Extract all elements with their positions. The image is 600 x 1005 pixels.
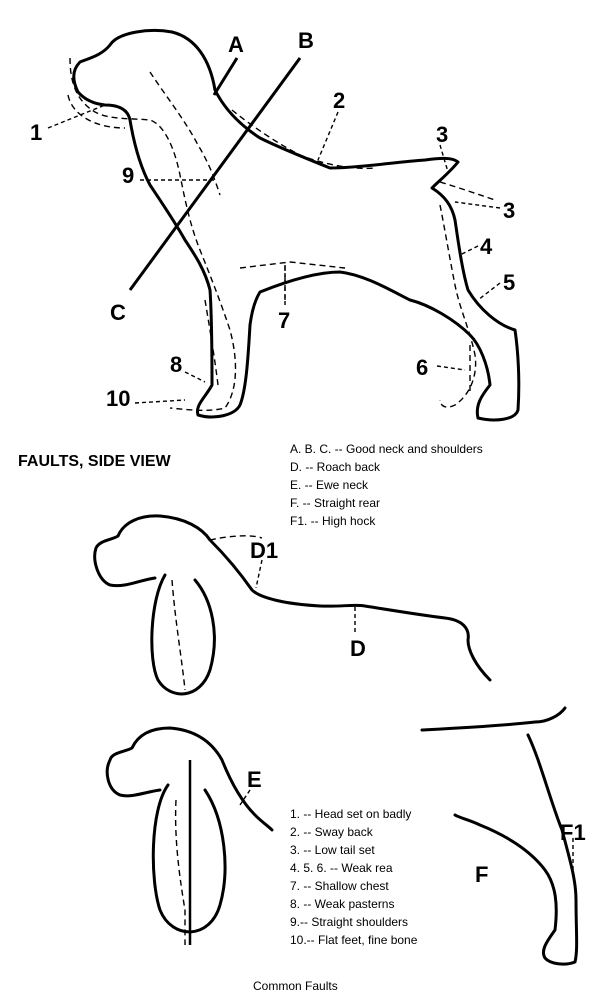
leader-4: [459, 245, 479, 256]
ewe-neck-outline: [105, 726, 274, 832]
legend-bottom-item: 1. -- Head set on badly: [290, 807, 411, 821]
callout-D1: D1: [250, 538, 278, 563]
legend-bottom-item: 10.-- Flat feet, fine bone: [290, 933, 418, 947]
roach-back-fault-line: [171, 535, 263, 691]
callout-E: E: [247, 767, 262, 792]
callout-D: D: [350, 636, 366, 661]
leader-10: [134, 399, 186, 404]
leader-E: [239, 789, 251, 806]
leader-3b: [454, 201, 501, 209]
leader-1: [47, 104, 106, 129]
leader-6: [436, 365, 466, 371]
callout-5: 5: [503, 270, 515, 295]
figure-caption: Common Faults: [253, 979, 338, 993]
side-view-title: FAULTS, SIDE VIEW: [18, 453, 172, 470]
callout-7: 7: [278, 308, 290, 333]
callout-F1: F1: [560, 820, 586, 845]
legend-top-item: A. B. C. -- Good neck and shoulders: [290, 442, 483, 456]
callout-A: A: [228, 32, 244, 57]
roach-back-ear: [150, 573, 216, 696]
ewe-neck-fault-line: [174, 799, 186, 945]
callout-F: F: [475, 862, 488, 887]
callout-B: B: [298, 28, 314, 53]
callout-6: 6: [416, 355, 428, 380]
callout-1: 1: [30, 120, 42, 145]
legend-top-item: F1. -- High hock: [290, 514, 376, 528]
callout-2: 2: [333, 88, 345, 113]
callout-9: 9: [122, 163, 134, 188]
legend-bottom-item: 2. -- Sway back: [290, 825, 374, 839]
legend-bottom-item: 3. -- Low tail set: [290, 843, 375, 857]
line-A: [212, 57, 239, 96]
legend-bottom: 1. -- Head set on badly 2. -- Sway back …: [290, 807, 418, 947]
callout-8: 8: [170, 352, 182, 377]
legend-top-item: F. -- Straight rear: [290, 496, 380, 510]
legend-top: A. B. C. -- Good neck and shoulders D. -…: [290, 442, 483, 528]
leader-2: [317, 111, 339, 161]
leader-D1: [255, 559, 263, 589]
line-B: [128, 57, 302, 291]
callout-3a: 3: [436, 122, 448, 147]
legend-top-item: D. -- Roach back: [290, 460, 381, 474]
legend-bottom-item: 9.-- Straight shoulders: [290, 915, 408, 929]
leader-5: [477, 282, 501, 301]
legend-bottom-item: 4. 5. 6. -- Weak rea: [290, 861, 393, 875]
callout-4: 4: [480, 234, 493, 259]
leader-3a: [439, 144, 449, 173]
callout-C: C: [110, 300, 126, 325]
legend-top-item: E. -- Ewe neck: [290, 478, 369, 492]
straight-rear-outline: [420, 706, 579, 966]
dog-fault-outline: [67, 57, 496, 411]
callout-3b: 3: [503, 198, 515, 223]
legend-bottom-item: 8. -- Weak pasterns: [290, 897, 394, 911]
dog-outline: [72, 29, 521, 422]
callout-10: 10: [106, 386, 130, 411]
roach-back-outline: [93, 514, 492, 682]
leader-8: [184, 371, 206, 383]
legend-bottom-item: 7. -- Shallow chest: [290, 879, 389, 893]
